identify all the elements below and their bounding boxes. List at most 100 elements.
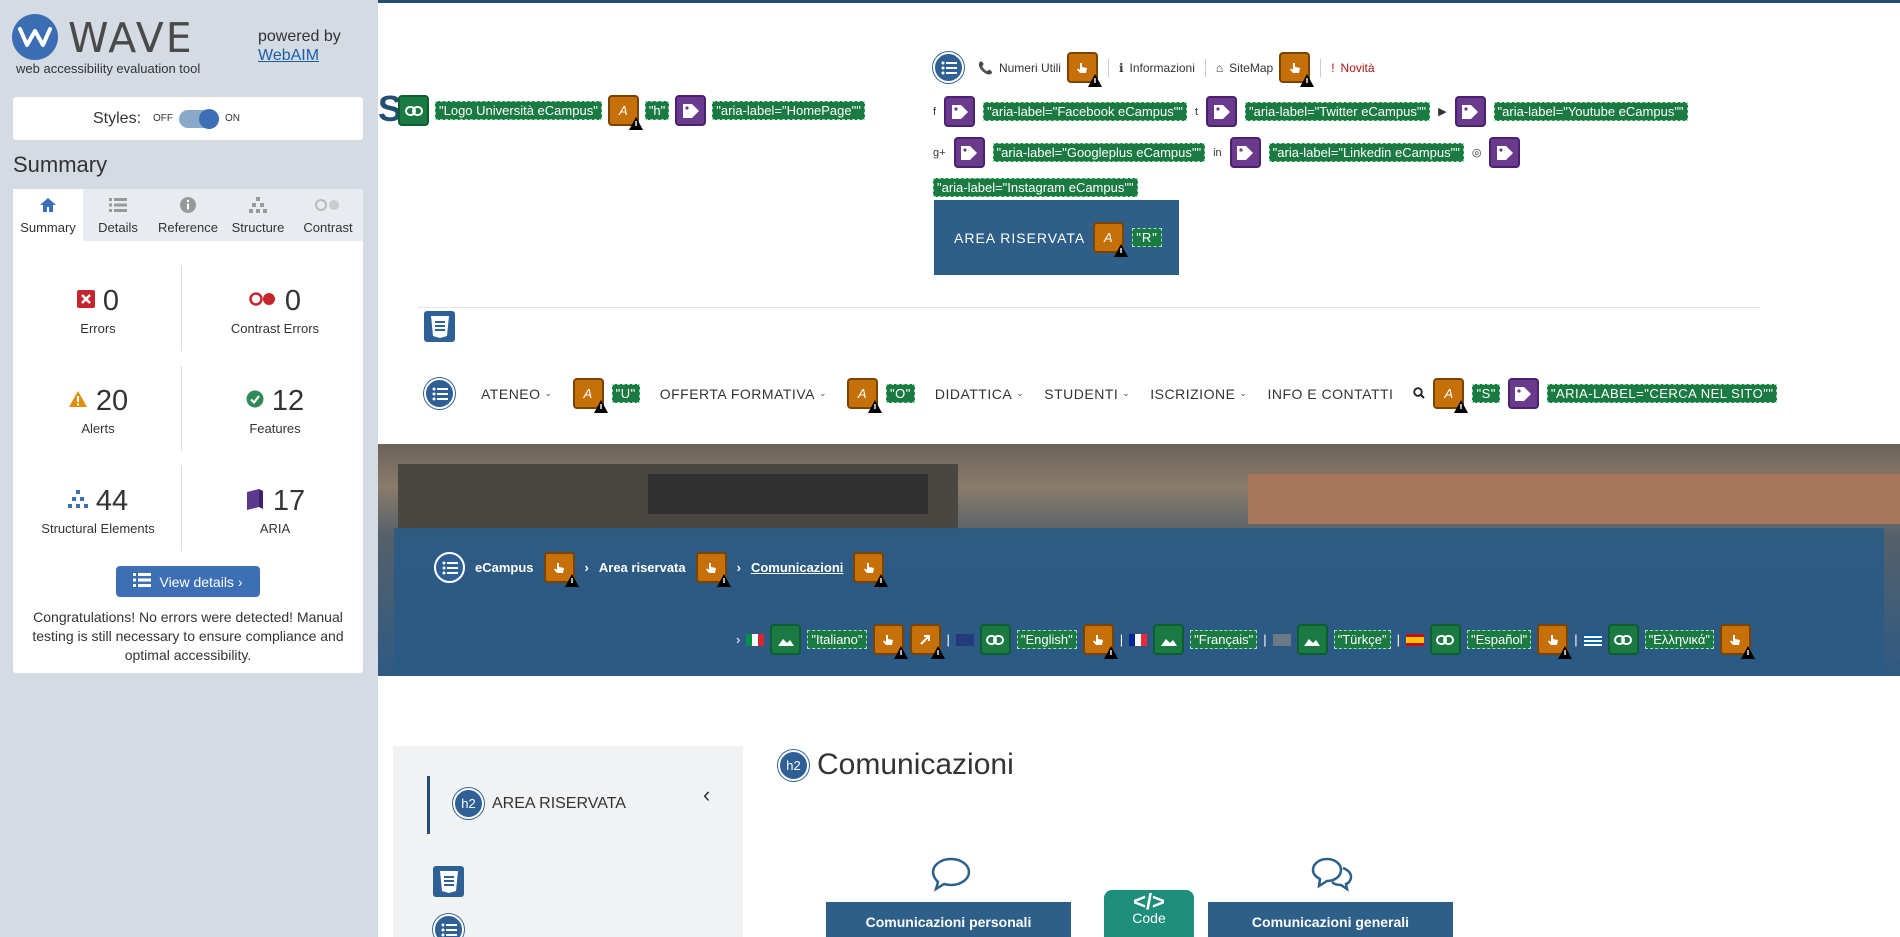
search-icon[interactable]	[1413, 386, 1426, 402]
nav-offerta-formativa[interactable]: OFFERTA FORMATIVA⌄	[660, 386, 827, 402]
lang-espanol[interactable]: "Español"	[1466, 630, 1532, 649]
accesskey-alert-icon[interactable]: A	[572, 378, 608, 413]
chevron-down-icon: ⌄	[1122, 388, 1131, 398]
list-structure-icon[interactable]	[434, 552, 465, 583]
accesskey-alert-icon[interactable]: A	[1093, 222, 1129, 257]
chevron-down-icon: ⌄	[1016, 388, 1025, 398]
lang-italiano[interactable]: "Italiano"	[807, 630, 867, 649]
area-riservata-button[interactable]: AREA RISERVATA A "R"	[934, 200, 1179, 275]
linked-image-icon[interactable]	[1296, 624, 1328, 655]
stat-structural[interactable]: 44 Structural Elements	[18, 483, 178, 537]
chevron-left-icon[interactable]: ‹	[703, 782, 711, 807]
styles-toggle[interactable]	[179, 108, 220, 129]
stat-aria[interactable]: 17 ARIA	[195, 483, 355, 536]
css-icon[interactable]	[424, 311, 455, 342]
breadcrumb-area-riservata[interactable]: Area riservata	[598, 560, 686, 575]
search-accesskey-text: "S"	[1472, 384, 1500, 403]
aria-label-icon[interactable]	[1507, 378, 1539, 409]
list-structure-icon[interactable]	[424, 378, 455, 409]
redundant-link-icon[interactable]	[1537, 624, 1573, 659]
redundant-link-icon[interactable]	[1719, 624, 1755, 659]
breadcrumb-ecampus[interactable]: eCampus	[475, 560, 534, 575]
aria-label-icon[interactable]	[675, 95, 707, 126]
aria-label-icon[interactable]	[1454, 96, 1486, 127]
aria-label-icon[interactable]	[1489, 137, 1521, 168]
css-icon[interactable]	[433, 866, 464, 897]
lang-greek[interactable]: "Ελληνικά"	[1644, 630, 1714, 649]
turkish-flag-icon	[1272, 633, 1291, 646]
accesskey-alert-icon[interactable]: A	[1433, 378, 1469, 413]
redundant-link-icon[interactable]	[872, 624, 908, 659]
nav-info-contatti[interactable]: INFO E CONTATTI	[1267, 385, 1394, 402]
twitter-icon[interactable]: t	[1194, 105, 1198, 118]
wave-tagline: web accessibility evaluation tool	[16, 61, 201, 76]
webaim-link[interactable]: WebAIM	[258, 47, 320, 64]
lang-francais[interactable]: "Français"	[1190, 630, 1258, 649]
linked-image-icon[interactable]	[979, 624, 1011, 655]
nav-iscrizione[interactable]: ISCRIZIONE⌄	[1150, 386, 1247, 402]
linkedin-icon[interactable]: in	[1213, 146, 1222, 159]
tab-summary[interactable]: Summary	[13, 189, 83, 241]
social-aria-twitter: "aria-label="Twitter eCampus""	[1245, 102, 1431, 121]
card-comunicazioni-personali[interactable]: Comunicazioni personali	[826, 902, 1071, 937]
tab-reference[interactable]: Reference	[153, 189, 223, 241]
aria-label-icon[interactable]	[953, 137, 985, 168]
code-icon[interactable]: </>Code	[1104, 890, 1194, 937]
stat-errors[interactable]: 0 Errors	[18, 283, 178, 336]
redundant-link-icon[interactable]	[695, 552, 731, 587]
view-details-button[interactable]: View details ›	[116, 566, 260, 597]
chat-bubbles-icon	[1310, 856, 1354, 901]
list-structure-icon[interactable]	[433, 914, 464, 937]
nav-studenti[interactable]: STUDENTI⌄	[1044, 386, 1130, 402]
util-numeri-utili[interactable]: Numeri Utili	[998, 60, 1061, 75]
tab-structure[interactable]: Structure	[223, 189, 293, 241]
redundant-link-icon[interactable]	[543, 552, 579, 587]
side-title-label: AREA RISERVATA	[492, 794, 626, 812]
accesskey-alert-icon[interactable]: A	[607, 95, 643, 130]
social-aria-googleplus: "aria-label="Googleplus eCampus""	[992, 143, 1206, 162]
congrats-message: Congratulations! No errors were detected…	[32, 609, 344, 663]
h2-badge-icon[interactable]: h2	[778, 749, 809, 781]
redundant-link-icon[interactable]	[1082, 624, 1118, 659]
stat-alerts[interactable]: 20 Alerts	[18, 383, 178, 436]
greek-flag-icon	[1583, 633, 1602, 646]
linked-image-icon[interactable]	[770, 624, 802, 655]
linked-image-icon[interactable]	[398, 95, 429, 126]
stat-contrast[interactable]: 0 Contrast Errors	[195, 283, 355, 337]
googleplus-icon[interactable]: g+	[933, 146, 946, 159]
h2-badge-icon[interactable]: h2	[453, 788, 484, 819]
linked-image-icon[interactable]	[1153, 624, 1185, 655]
lang-english[interactable]: "English"	[1016, 630, 1077, 649]
aria-label-icon[interactable]	[944, 96, 976, 127]
nav-didattica[interactable]: DIDATTICA⌄	[935, 386, 1024, 402]
breadcrumb-comunicazioni[interactable]: Comunicazioni	[750, 560, 844, 575]
accesskey-alert-icon[interactable]: A	[847, 378, 882, 413]
redundant-link-icon[interactable]	[1279, 52, 1315, 87]
aria-label-icon[interactable]	[1229, 137, 1261, 168]
nav-ateneo[interactable]: ATENEO⌄	[481, 386, 553, 402]
util-sitemap[interactable]: SiteMap	[1229, 60, 1274, 75]
redundant-link-icon[interactable]	[853, 552, 889, 587]
list-structure-icon[interactable]	[933, 52, 964, 83]
divider	[181, 366, 182, 451]
facebook-icon[interactable]: f	[933, 105, 937, 118]
divider	[1107, 58, 1109, 77]
linked-image-icon[interactable]	[1429, 624, 1461, 655]
nav-ateneo-label: ATENEO	[481, 385, 541, 402]
tab-contrast[interactable]: Contrast	[293, 189, 363, 241]
instagram-icon[interactable]: ◎	[1471, 147, 1482, 159]
card-comunicazioni-generali[interactable]: Comunicazioni generali	[1208, 902, 1453, 937]
logo-alt-text: "Logo Università eCampus"	[435, 101, 602, 120]
lang-turkce[interactable]: "Türkçe"	[1333, 630, 1391, 649]
stat-features[interactable]: 12 Features	[195, 383, 355, 436]
external-link-icon[interactable]	[909, 624, 945, 659]
code-label: Code	[1132, 910, 1166, 926]
util-informazioni[interactable]: Informazioni	[1129, 60, 1195, 75]
redundant-link-icon[interactable]	[1066, 52, 1102, 87]
spanish-flag-icon	[1405, 633, 1424, 646]
tab-details[interactable]: Details	[83, 189, 153, 241]
youtube-icon[interactable]: ▶	[1438, 106, 1447, 118]
util-novita[interactable]: Novità	[1340, 60, 1375, 75]
aria-label-icon[interactable]	[1206, 96, 1237, 127]
linked-image-icon[interactable]	[1607, 624, 1639, 655]
